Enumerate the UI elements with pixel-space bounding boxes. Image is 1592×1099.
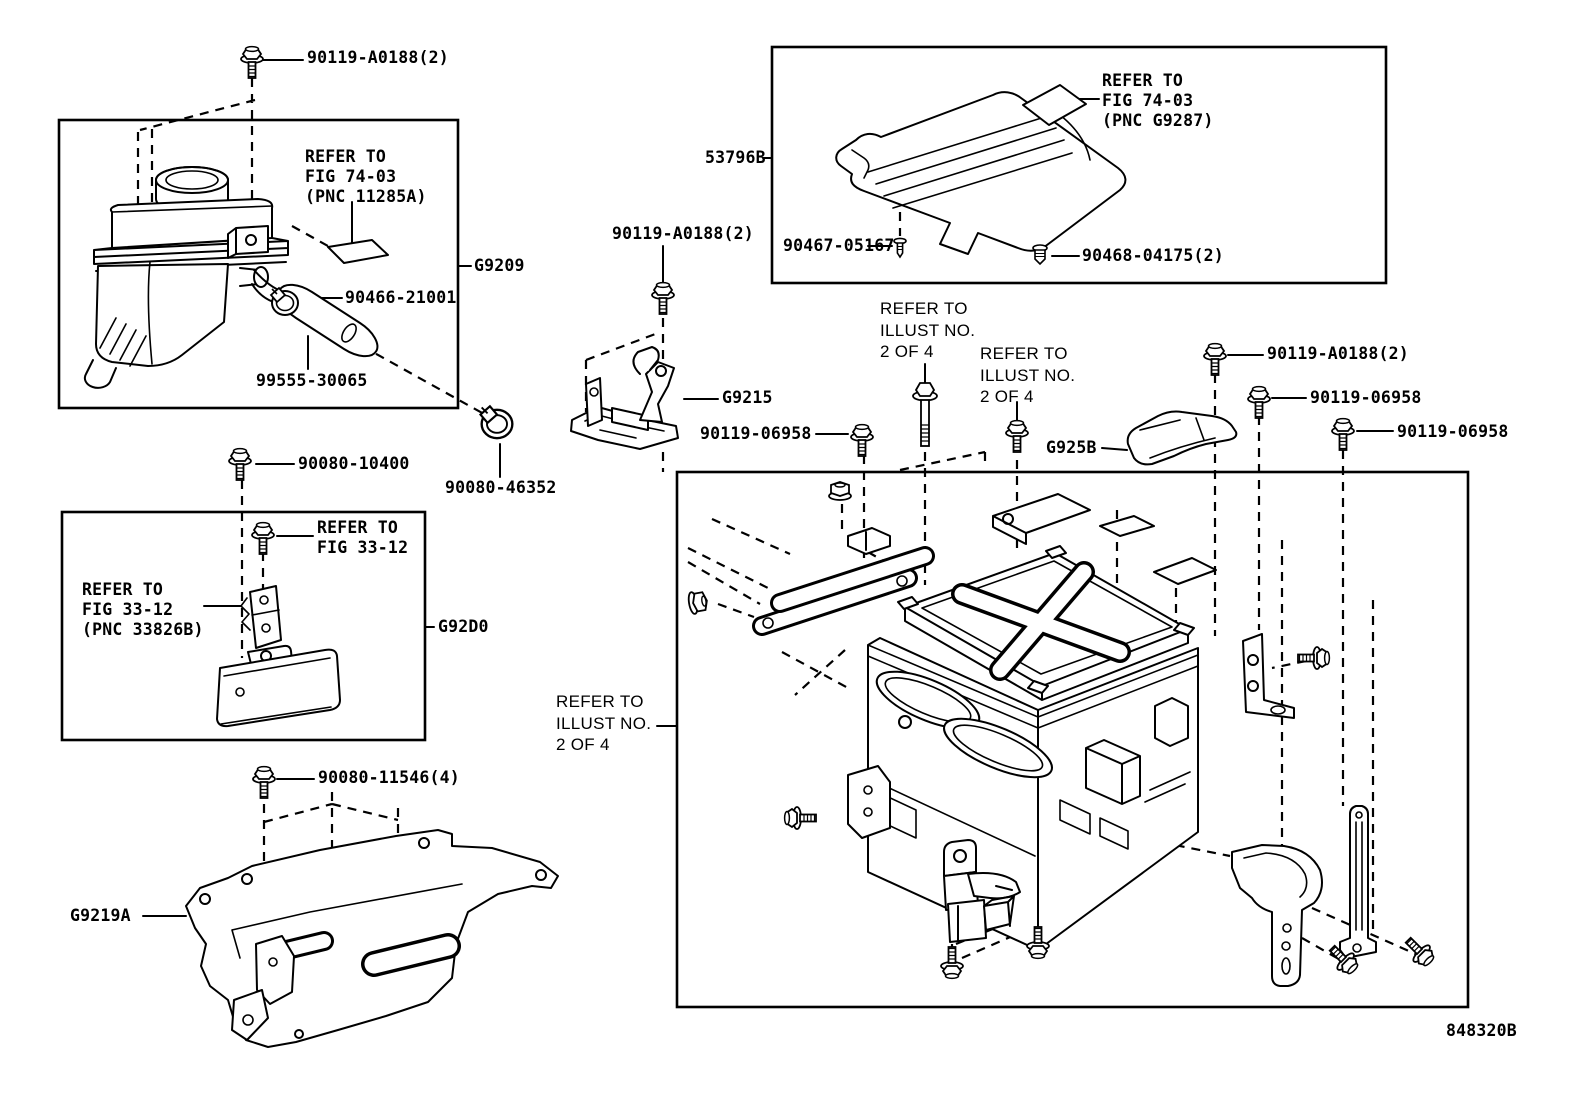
note-refer-fig74-11285a: REFER TO FIG 74-03 (PNC 11285A) (305, 147, 427, 207)
part-label: 90467-05167 (783, 236, 895, 255)
note-line: FIG 33-12 (317, 538, 409, 557)
inverter-assembly-art (686, 481, 1377, 987)
note-refer-fig74-g9287: REFER TO FIG 74-03 (PNC G9287) (1102, 71, 1213, 131)
note-line: (PNC 33826B) (82, 620, 204, 639)
part-label: 53796B (705, 148, 766, 167)
note-illust-1: REFER TO ILLUST NO. 2 OF 4 (880, 298, 975, 363)
flange-bolt-icon (1247, 385, 1271, 419)
part-label: 90119-A0188(2) (1267, 344, 1409, 363)
bracket-g9215-art (570, 346, 679, 450)
bracket-g925b-art (1126, 410, 1238, 466)
flange-bolt-icon (228, 447, 252, 481)
note-line: ILLUST NO. (880, 320, 976, 340)
part-label: 90119-A0188(2) (307, 48, 449, 67)
note-line: REFER TO (317, 518, 399, 537)
hose-and-clamp-art (270, 283, 514, 440)
small-bolt-head-icon (898, 715, 912, 729)
part-label: G9209 (474, 256, 525, 275)
part-label: 99555-30065 (256, 371, 368, 390)
leader-lines (142, 59, 1394, 917)
part-label: 90119-06958 (1397, 422, 1509, 441)
note-line: REFER TO (305, 147, 387, 166)
note-line: REFER TO (556, 692, 644, 711)
note-line: (PNC 11285A) (305, 187, 427, 206)
part-label: 90468-04175(2) (1082, 246, 1224, 265)
flange-bolt-icon (940, 946, 964, 980)
figure-code: 848320B (1446, 1021, 1517, 1040)
note-line: (PNC G9287) (1102, 111, 1214, 130)
note-refer-fig33-pnc: REFER TO FIG 33-12 (PNC 33826B) (82, 580, 204, 640)
flange-bolt-icon (1203, 342, 1227, 376)
note-line: FIG 33-12 (82, 600, 174, 619)
side-nut-icon (686, 588, 710, 616)
part-label: 90080-11546(4) (318, 768, 460, 787)
flange-nut-icon (828, 481, 852, 501)
part-label: G925B (1046, 438, 1097, 457)
note-line: ILLUST NO. (980, 365, 1076, 385)
inverter-cover-art (835, 84, 1127, 265)
note-line: 2 OF 4 (556, 735, 610, 754)
part-label: 90080-46352 (445, 478, 557, 497)
note-line: FIG 74-03 (1102, 91, 1194, 110)
flange-bolt-icon (1399, 931, 1440, 972)
callout-box-g9209 (57, 118, 460, 410)
hose-clamp-large-icon (479, 405, 514, 440)
long-bolt-icon (912, 382, 938, 447)
note-line: REFER TO (980, 344, 1068, 363)
part-label: 90466-21001 (345, 288, 457, 307)
flange-bolt-icon (850, 423, 874, 457)
note-line: 2 OF 4 (980, 387, 1034, 406)
note-line: REFER TO (82, 580, 164, 599)
callout-box-assembly (675, 470, 1470, 1009)
part-label: 90119-A0188(2) (612, 224, 754, 243)
flange-bolt-icon (1005, 419, 1029, 453)
flange-bolt-icon (1297, 646, 1331, 670)
reservoir-tank-art (83, 166, 389, 389)
part-label: 90080-10400 (298, 454, 410, 473)
callout-box-53796b (770, 45, 1388, 285)
flange-bolt-icon (1331, 417, 1355, 451)
part-label: 90119-06958 (1310, 388, 1422, 407)
note-refer-fig33-top: REFER TO FIG 33-12 (317, 518, 408, 558)
part-label: G9219A (70, 906, 131, 925)
note-illust-2: REFER TO ILLUST NO. 2 OF 4 (980, 343, 1075, 408)
clip-90468-icon (1032, 244, 1048, 265)
note-line: REFER TO (880, 299, 968, 318)
flange-bolt-icon (783, 806, 817, 830)
part-label: G9215 (722, 388, 773, 407)
flange-bolt-icon (251, 521, 275, 555)
note-line: 2 OF 4 (880, 342, 934, 361)
bracket-g9219a-art (185, 829, 559, 1048)
flange-bolt-icon (240, 45, 264, 79)
screw-90467-icon (893, 237, 907, 258)
note-line: ILLUST NO. (556, 713, 652, 733)
sensor-bracket-g92d0-art (216, 585, 341, 728)
note-line: REFER TO (1102, 71, 1184, 90)
note-line: FIG 74-03 (305, 167, 397, 186)
part-label: G92D0 (438, 617, 489, 636)
flange-bolt-icon (651, 281, 675, 315)
note-illust-left: REFER TO ILLUST NO. 2 OF 4 (556, 691, 651, 756)
part-label: 90119-06958 (700, 424, 812, 443)
flange-bolt-icon (252, 765, 276, 799)
